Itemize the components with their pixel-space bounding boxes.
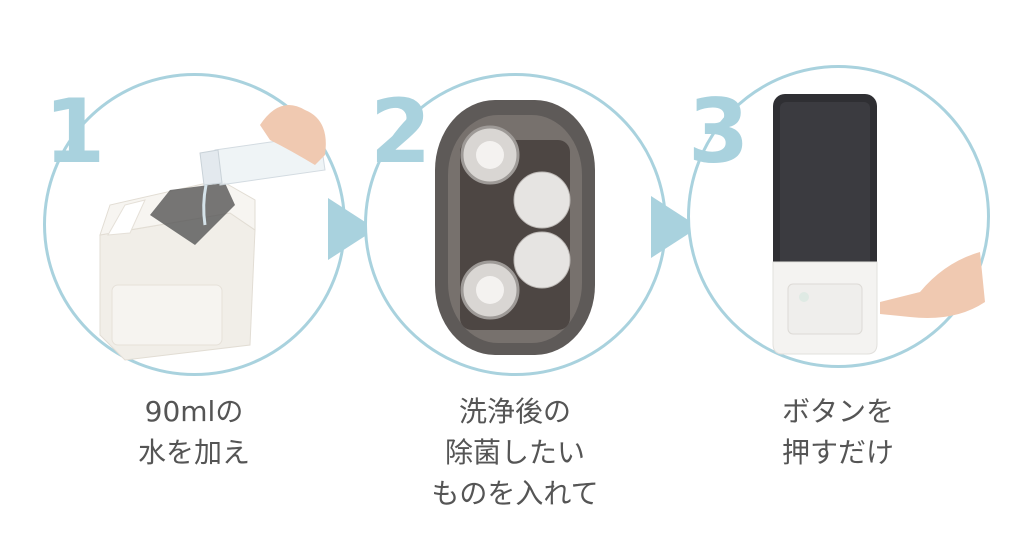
caption-line: 90mlの <box>144 395 244 428</box>
caption-line: 洗浄後の <box>458 395 571 428</box>
caption-line: 水を加え <box>137 436 250 469</box>
caption-line: ボタンを <box>781 395 894 428</box>
step-3-image <box>772 94 985 355</box>
step-3-number: 3 <box>688 80 749 183</box>
step-1-caption: 90mlの 水を加え <box>94 391 294 473</box>
step-1-image <box>99 105 326 361</box>
step-2-caption: 洗浄後の 除菌したい ものを入れて <box>415 391 615 514</box>
step-3-caption: ボタンを 押すだけ <box>738 391 938 473</box>
step-2-image <box>435 100 595 355</box>
caption-line: 除菌したい <box>444 436 585 469</box>
caption-line: ものを入れて <box>431 477 599 510</box>
caption-line: 押すだけ <box>781 436 894 469</box>
step-1-number: 1 <box>44 80 105 183</box>
step-2-number: 2 <box>370 80 431 183</box>
